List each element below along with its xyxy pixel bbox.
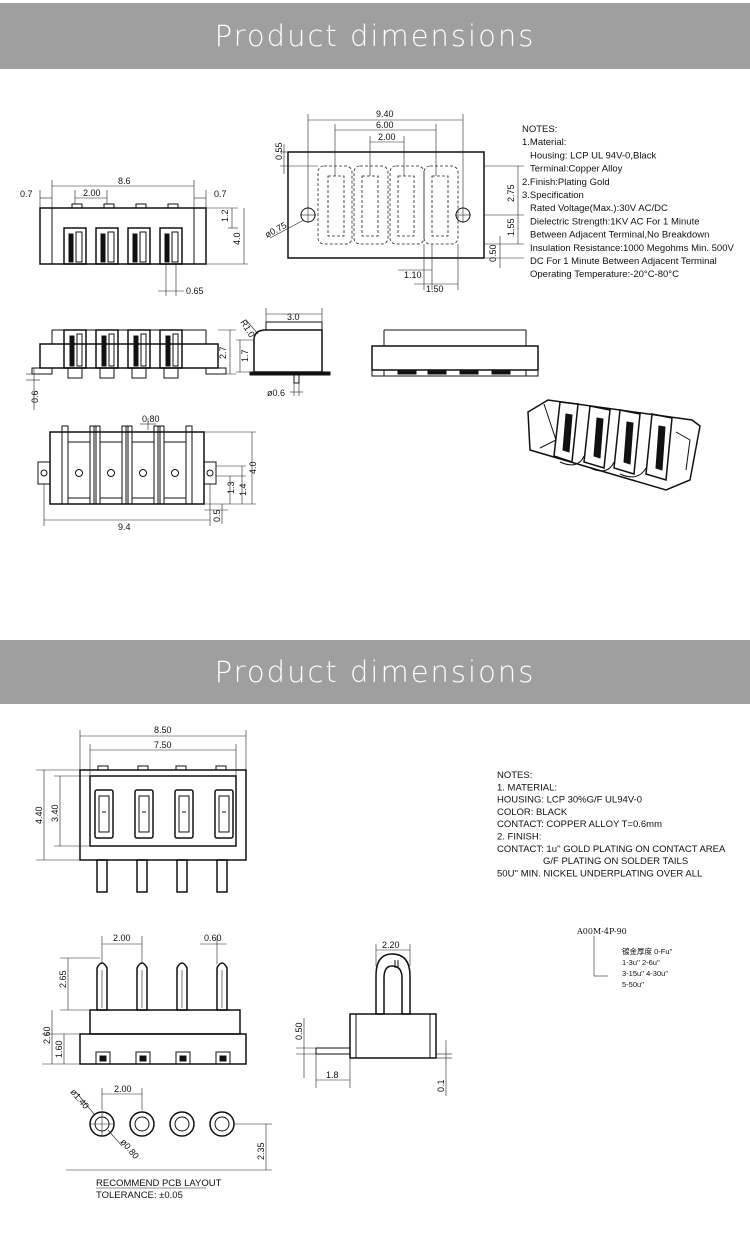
drawing1-front-view: 8.6 2.00 0.7 0.7 1.2 4.0 0.65 <box>20 176 248 296</box>
notes1-line-5: 3.Specification <box>522 190 584 201</box>
part-option-line-1: 1-3u'' 2-6u'' <box>622 958 660 967</box>
dim-1-7: 1.7 <box>240 349 250 362</box>
notes2-line-0: NOTES: <box>497 770 532 781</box>
notes2-line-3: COLOR: BLACK <box>497 807 568 818</box>
drawing2-notes: NOTES:1. MATERIAL: HOUSING: LCP 30%G/F UL… <box>497 770 726 879</box>
drawing2-top-view: 8.50 7.50 4.40 3.40 <box>34 725 247 893</box>
dim-phi-0-75: ø0.75 <box>263 220 288 240</box>
notes1-line-9: Insulation Resistance:1000 Megohms Min. … <box>530 243 735 254</box>
notes1-line-7: Dielectric Strength:1KV AC For 1 Minute <box>530 216 700 227</box>
dim-0-5: 0.5 <box>212 509 222 522</box>
dim-3-40: 3.40 <box>50 804 60 822</box>
dim-2-65: 2.65 <box>58 970 68 988</box>
dim-8-50: 8.50 <box>154 725 172 735</box>
notes2-line-6: CONTACT: 1u'' GOLD PLATING ON CONTACT AR… <box>497 844 726 855</box>
dim-0-50-b: 0.50 <box>294 1022 304 1040</box>
dim-1-4: 1.4 <box>238 483 248 496</box>
drawing1-rear-view <box>371 329 539 377</box>
notes1-line-10: DC For 1 Minute Between Adjacent Termina… <box>530 256 717 267</box>
dim-4-0: 4.0 <box>232 232 242 245</box>
dim-3-0: 3.0 <box>287 312 300 322</box>
dim-1-60: 1.60 <box>54 1040 64 1058</box>
notes2-line-8: 50U'' MIN. NICKEL UNDERPLATING OVER ALL <box>497 868 702 879</box>
notes2-line-2: HOUSING: LCP 30%G/F UL94V-0 <box>497 795 642 806</box>
dim-2-20: 2.20 <box>382 940 400 950</box>
notes1-line-4: 2.Finish:Plating Gold <box>522 177 610 188</box>
drawing1-isometric-view <box>527 399 701 491</box>
dim-1-2: 1.2 <box>220 209 230 222</box>
dim-0-6: 0.6 <box>30 390 40 403</box>
dim-9-4: 9.4 <box>118 522 131 532</box>
dim-0-55: 0.55 <box>274 142 284 160</box>
dim-0-50: 0.50 <box>488 244 498 262</box>
notes1-line-0: NOTES: <box>522 124 557 135</box>
dim-2-7: 2.7 <box>218 346 228 359</box>
dim-2-00: 2.00 <box>83 188 101 198</box>
drawing2-part-code: A00M-4P-90 镀金厚度 0-Fu'' 1-3u'' 2-6u'' 3-15u… <box>576 927 673 989</box>
dim-0-60: 0.60 <box>204 933 222 943</box>
notes1-line-3: Terminal:Copper Alloy <box>530 164 623 175</box>
dim-1-8: 1.8 <box>326 1070 339 1080</box>
dim-0-7-right: 0.7 <box>214 189 227 199</box>
notes2-line-1: 1. MATERIAL: <box>497 782 557 793</box>
dim-phi-0-80: ø0.80 <box>118 1137 140 1161</box>
notes1-line-8: Between Adjacent Terminal,No Breakdown <box>530 230 709 241</box>
dim-4-40: 4.40 <box>34 806 44 824</box>
dim-9-40: 9.40 <box>376 109 394 119</box>
notes2-line-5: 2. FINISH: <box>497 832 541 843</box>
part-option-line-3: 5-50u'' <box>622 980 645 989</box>
dim-phi-1-40: ø1.40 <box>68 1087 90 1111</box>
notes2-line-4: CONTACT: COPPER ALLOY T=0.6mm <box>497 819 662 830</box>
drawing2-pcb-layout: 2.00 ø1.40 ø0.80 2.35 RECOMMEND PCB LAYO… <box>66 1084 272 1201</box>
dim-phi-0-6: ø0.6 <box>267 388 285 398</box>
dim-2-35: 2.35 <box>256 1142 266 1160</box>
dim-0-80: 0.80 <box>142 414 160 424</box>
dim-1-3: 1.3 <box>226 481 236 494</box>
drawing1-notes: NOTES: 1.Material: Housing: LCP UL 94V-0,B… <box>522 124 735 280</box>
tolerance-label: TOLERANCE: ±0.05 <box>96 1190 183 1201</box>
dim-2-00-top: 2.00 <box>378 132 396 142</box>
dim-2-60: 2.60 <box>42 1026 52 1044</box>
notes1-line-6: Rated Voltage(Max.):30V AC/DC <box>530 203 668 214</box>
notes2-line-7: G/F PLATING ON SOLDER TAILS <box>543 856 688 867</box>
dim-0-7-left: 0.7 <box>20 189 33 199</box>
drawing1-top-view: 9.40 6.00 2.00 0.55 2.75 1.55 0.50 1.10 … <box>263 109 524 294</box>
pcb-layout-label: RECOMMEND PCB LAYOUT <box>96 1178 222 1189</box>
dim-8-6: 8.6 <box>118 176 131 186</box>
dim-1-10: 1.10 <box>404 270 422 280</box>
dim-0-65: 0.65 <box>186 286 204 296</box>
notes1-line-1: 1.Material: <box>522 137 566 148</box>
part-option-line-2: 3-15u'' 4-30u'' <box>622 969 669 978</box>
dim-6-00: 6.00 <box>376 120 394 130</box>
dim-0-1: 0.1 <box>436 1079 446 1092</box>
drawing2-front-view: 2.00 0.60 2.65 2.60 1.60 <box>42 933 247 1065</box>
drawing2-side-view: 2.20 0.50 1.8 0.1 <box>294 940 452 1096</box>
part-code: A00M-4P-90 <box>576 927 627 936</box>
dim-2-75: 2.75 <box>506 184 516 202</box>
section-banner-top: Product dimensions <box>0 3 750 69</box>
dim-2-00-b: 2.00 <box>113 933 131 943</box>
dim-1-50: 1.50 <box>426 284 444 294</box>
dim-2-00-c: 2.00 <box>114 1084 132 1094</box>
notes1-line-11: Operating Temperature:-20°C-80°C <box>530 269 679 280</box>
drawing1-component-view: 0.80 4.0 1.4 1.3 0.5 9.4 <box>37 414 258 532</box>
part-option-line-0: 镀金厚度 0-Fu'' <box>622 946 673 956</box>
notes1-line-2: Housing: LCP UL 94V-0,Black <box>530 150 656 161</box>
drawing1-side-view: 3.0 R1.0 1.7 ø0.6 <box>236 308 331 398</box>
dim-1-55: 1.55 <box>506 218 516 236</box>
section-banner-bottom: Product dimensions <box>0 640 750 704</box>
dim-7-50: 7.50 <box>154 740 172 750</box>
drawing1-bottom-view: 0.6 2.7 <box>26 329 236 410</box>
dim-4-0-b: 4.0 <box>248 461 258 474</box>
